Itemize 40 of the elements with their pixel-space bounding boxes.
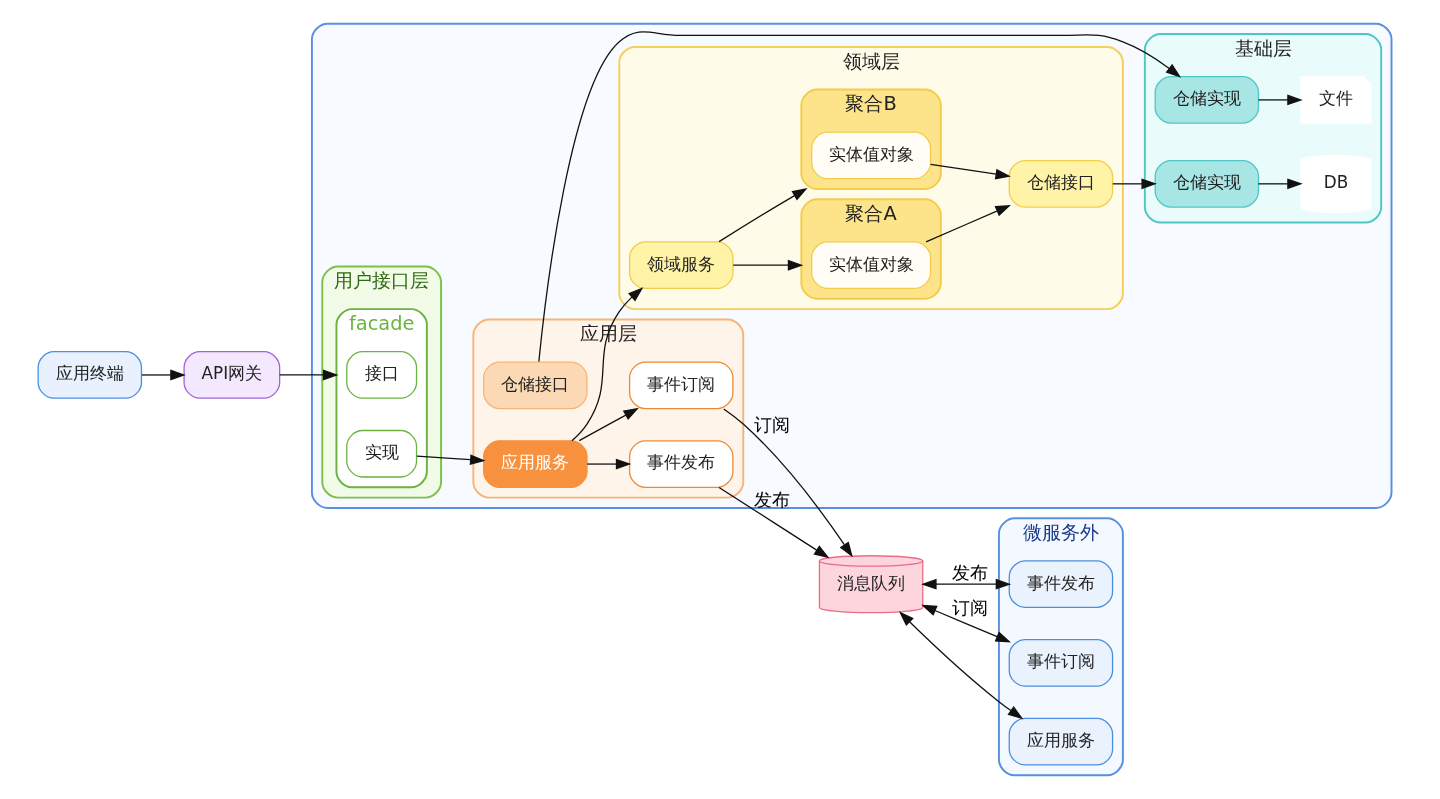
edge-label: 订阅: [754, 413, 791, 435]
arrow: [141, 369, 186, 381]
node-box: 仓储接口: [1008, 159, 1114, 208]
node-box: 实体值对象: [811, 241, 932, 290]
arrow: [1257, 94, 1303, 106]
arrow: [586, 458, 632, 470]
arrow: [921, 578, 1012, 590]
node-box: 应用终端: [37, 351, 143, 399]
edge-label: 发布: [951, 562, 988, 584]
arrow: [898, 611, 1024, 720]
arrow: [571, 287, 644, 442]
node-box: 事件发布: [628, 440, 734, 488]
node-box: 仓储实现: [1154, 159, 1260, 208]
node-box: 仓储接口: [483, 361, 588, 410]
arrow: [718, 188, 808, 243]
arrow: [538, 31, 1182, 363]
node-box: 应用服务: [1008, 717, 1114, 766]
node-box: 实现: [346, 429, 418, 478]
node-box: 仓储实现: [1154, 76, 1260, 124]
arrow: [921, 604, 1012, 643]
node-box: 应用服务: [483, 440, 588, 488]
arrow: [732, 259, 804, 271]
node-box: 领域服务: [628, 241, 734, 290]
node-box: 接口: [346, 351, 418, 399]
node-box: 事件订阅: [1008, 639, 1114, 687]
edge-label: 订阅: [951, 597, 988, 619]
node-box: 实体值对象: [811, 131, 932, 180]
arrow: [578, 407, 639, 442]
arrow: [1257, 178, 1303, 190]
arrow: [723, 408, 853, 558]
edge-label: 发布: [754, 488, 791, 510]
node-box: API网关: [183, 351, 281, 399]
node-box: 事件发布: [1008, 560, 1114, 609]
arrow: [718, 486, 830, 559]
arrow: [929, 163, 1011, 180]
node-box: 事件订阅: [628, 361, 734, 410]
arrow: [279, 369, 339, 381]
arrow: [416, 454, 486, 466]
cluster: [310, 22, 1393, 509]
arrow: [1112, 178, 1157, 190]
